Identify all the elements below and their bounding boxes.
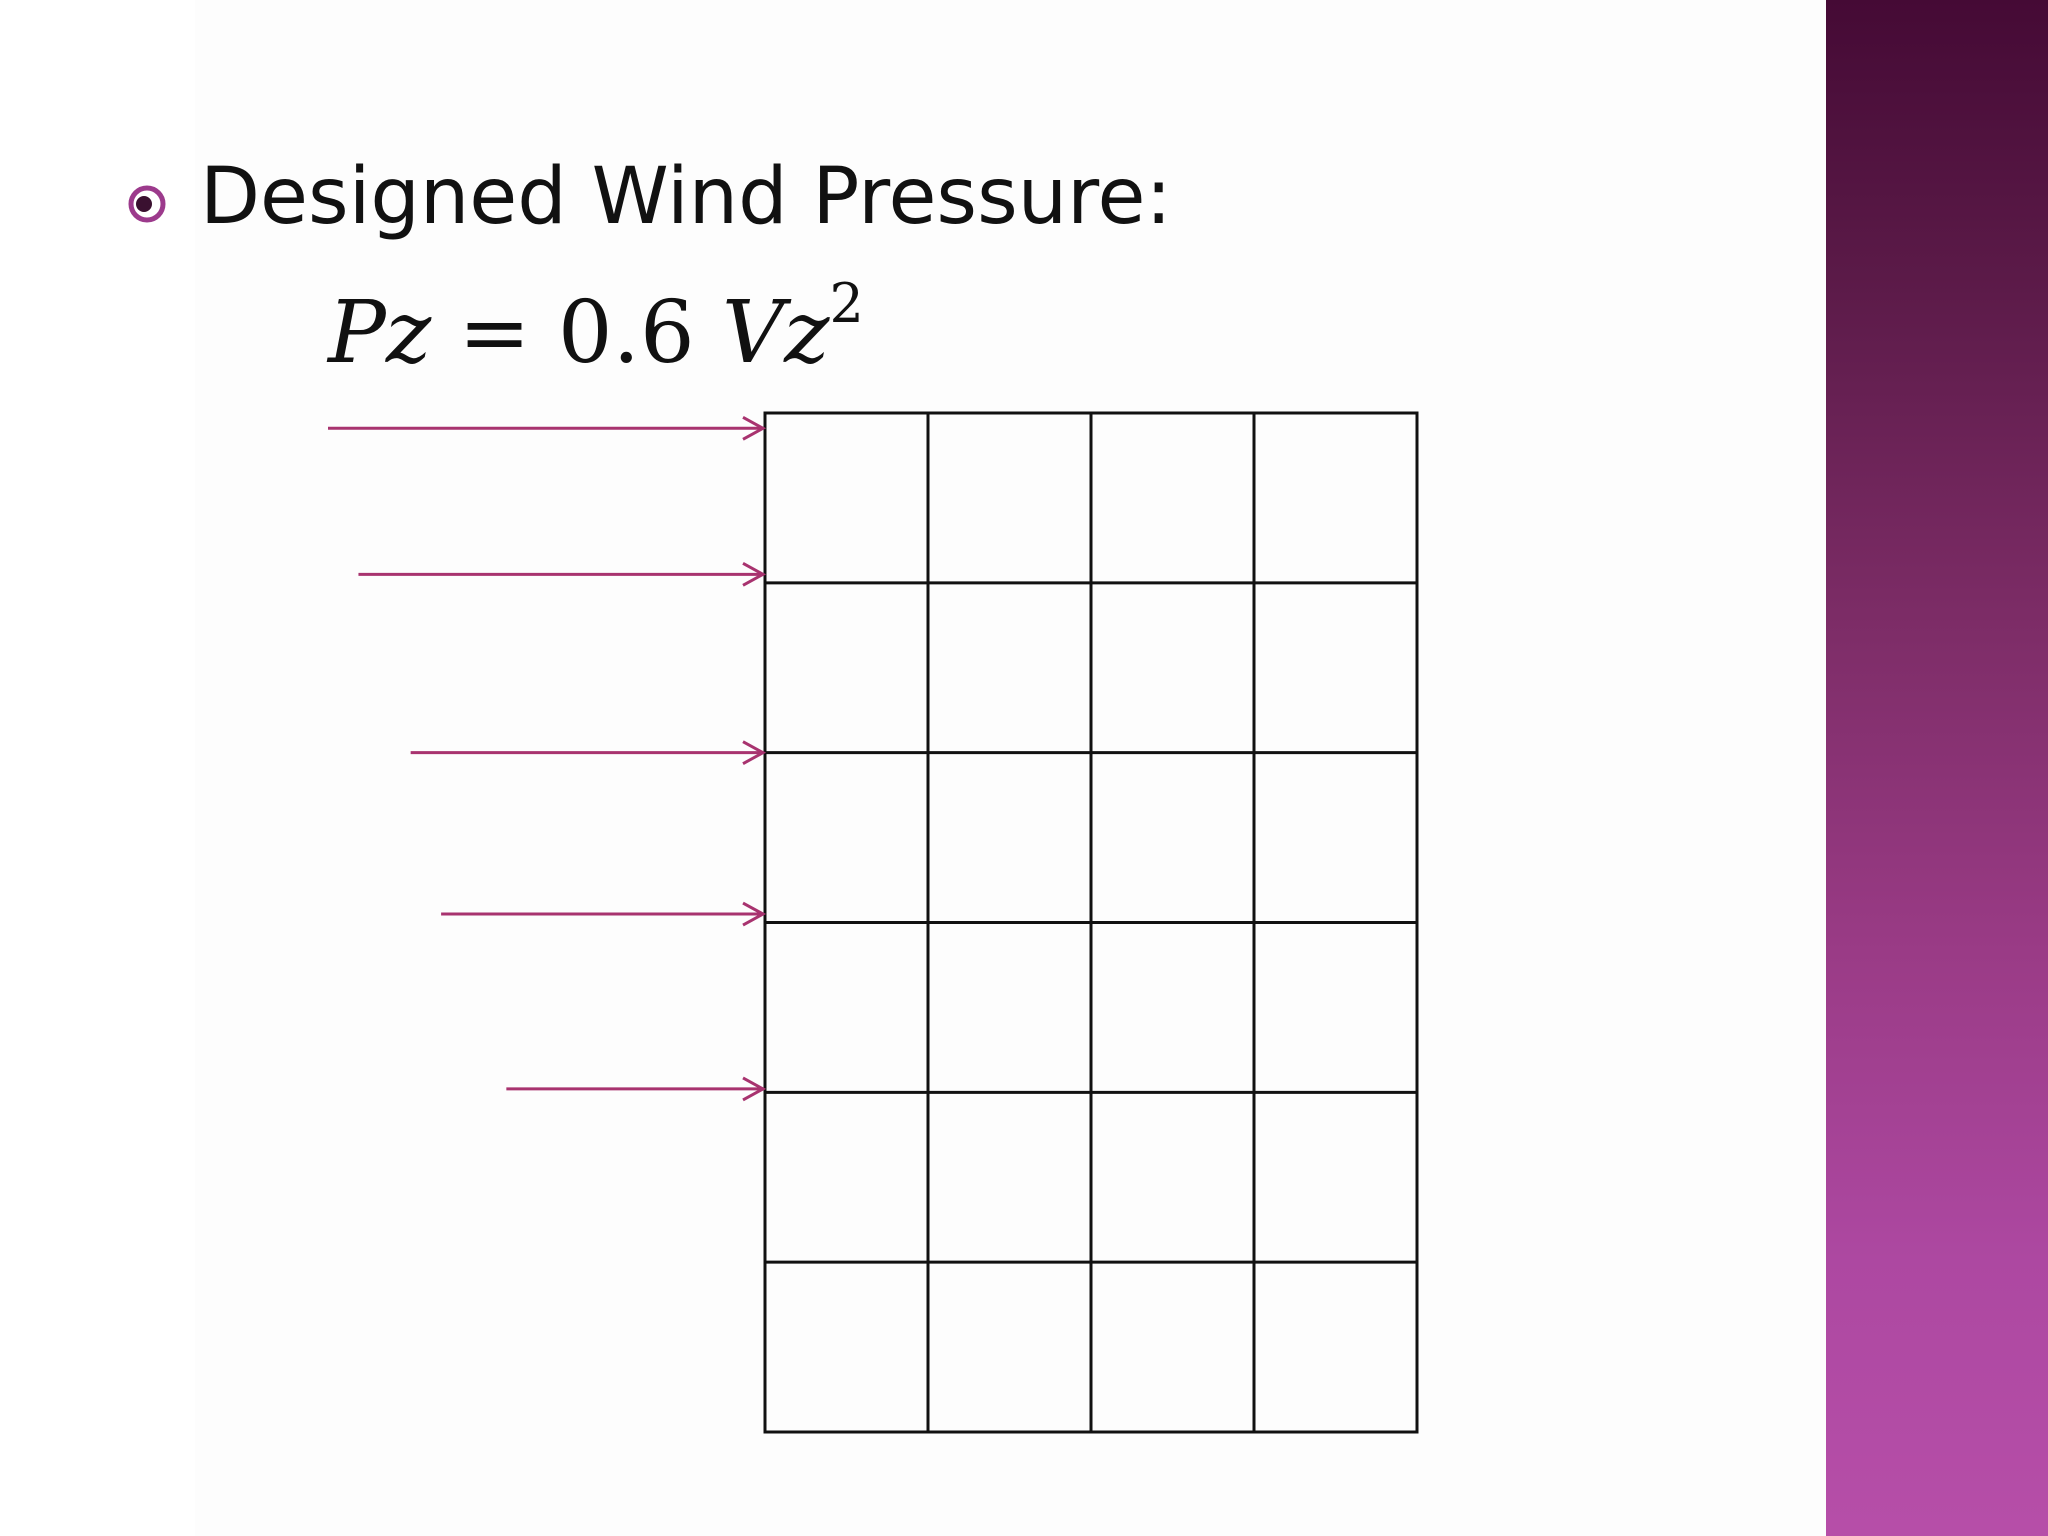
wind-arrow-head [742, 740, 767, 765]
formula-exponent: 2 [829, 272, 864, 335]
left-panel [0, 0, 195, 1536]
side-decorative-band [1826, 0, 2048, 1536]
wind-arrow-4 [441, 901, 767, 927]
slide-heading: Designed Wind Pressure: [200, 152, 1172, 242]
wind-arrow-head [742, 415, 767, 441]
wind-arrow-head [742, 562, 767, 587]
formula-coefficient: 0.6 [557, 283, 695, 383]
wind-pressure-formula: Pz = 0.6 Vz2 [328, 277, 864, 377]
formula-lhs: Pz [328, 283, 432, 383]
wind-arrow-3 [410, 740, 767, 765]
wind-arrow-head [742, 901, 767, 927]
wind-arrow-2 [358, 562, 767, 587]
formula-equals: = [431, 283, 558, 383]
wind-arrow-1 [328, 415, 767, 441]
formula-variable: Vz [722, 283, 830, 383]
bullet-ring-icon [128, 185, 166, 223]
wind-arrow-head [742, 1076, 767, 1102]
wind-arrow-5 [506, 1076, 767, 1102]
